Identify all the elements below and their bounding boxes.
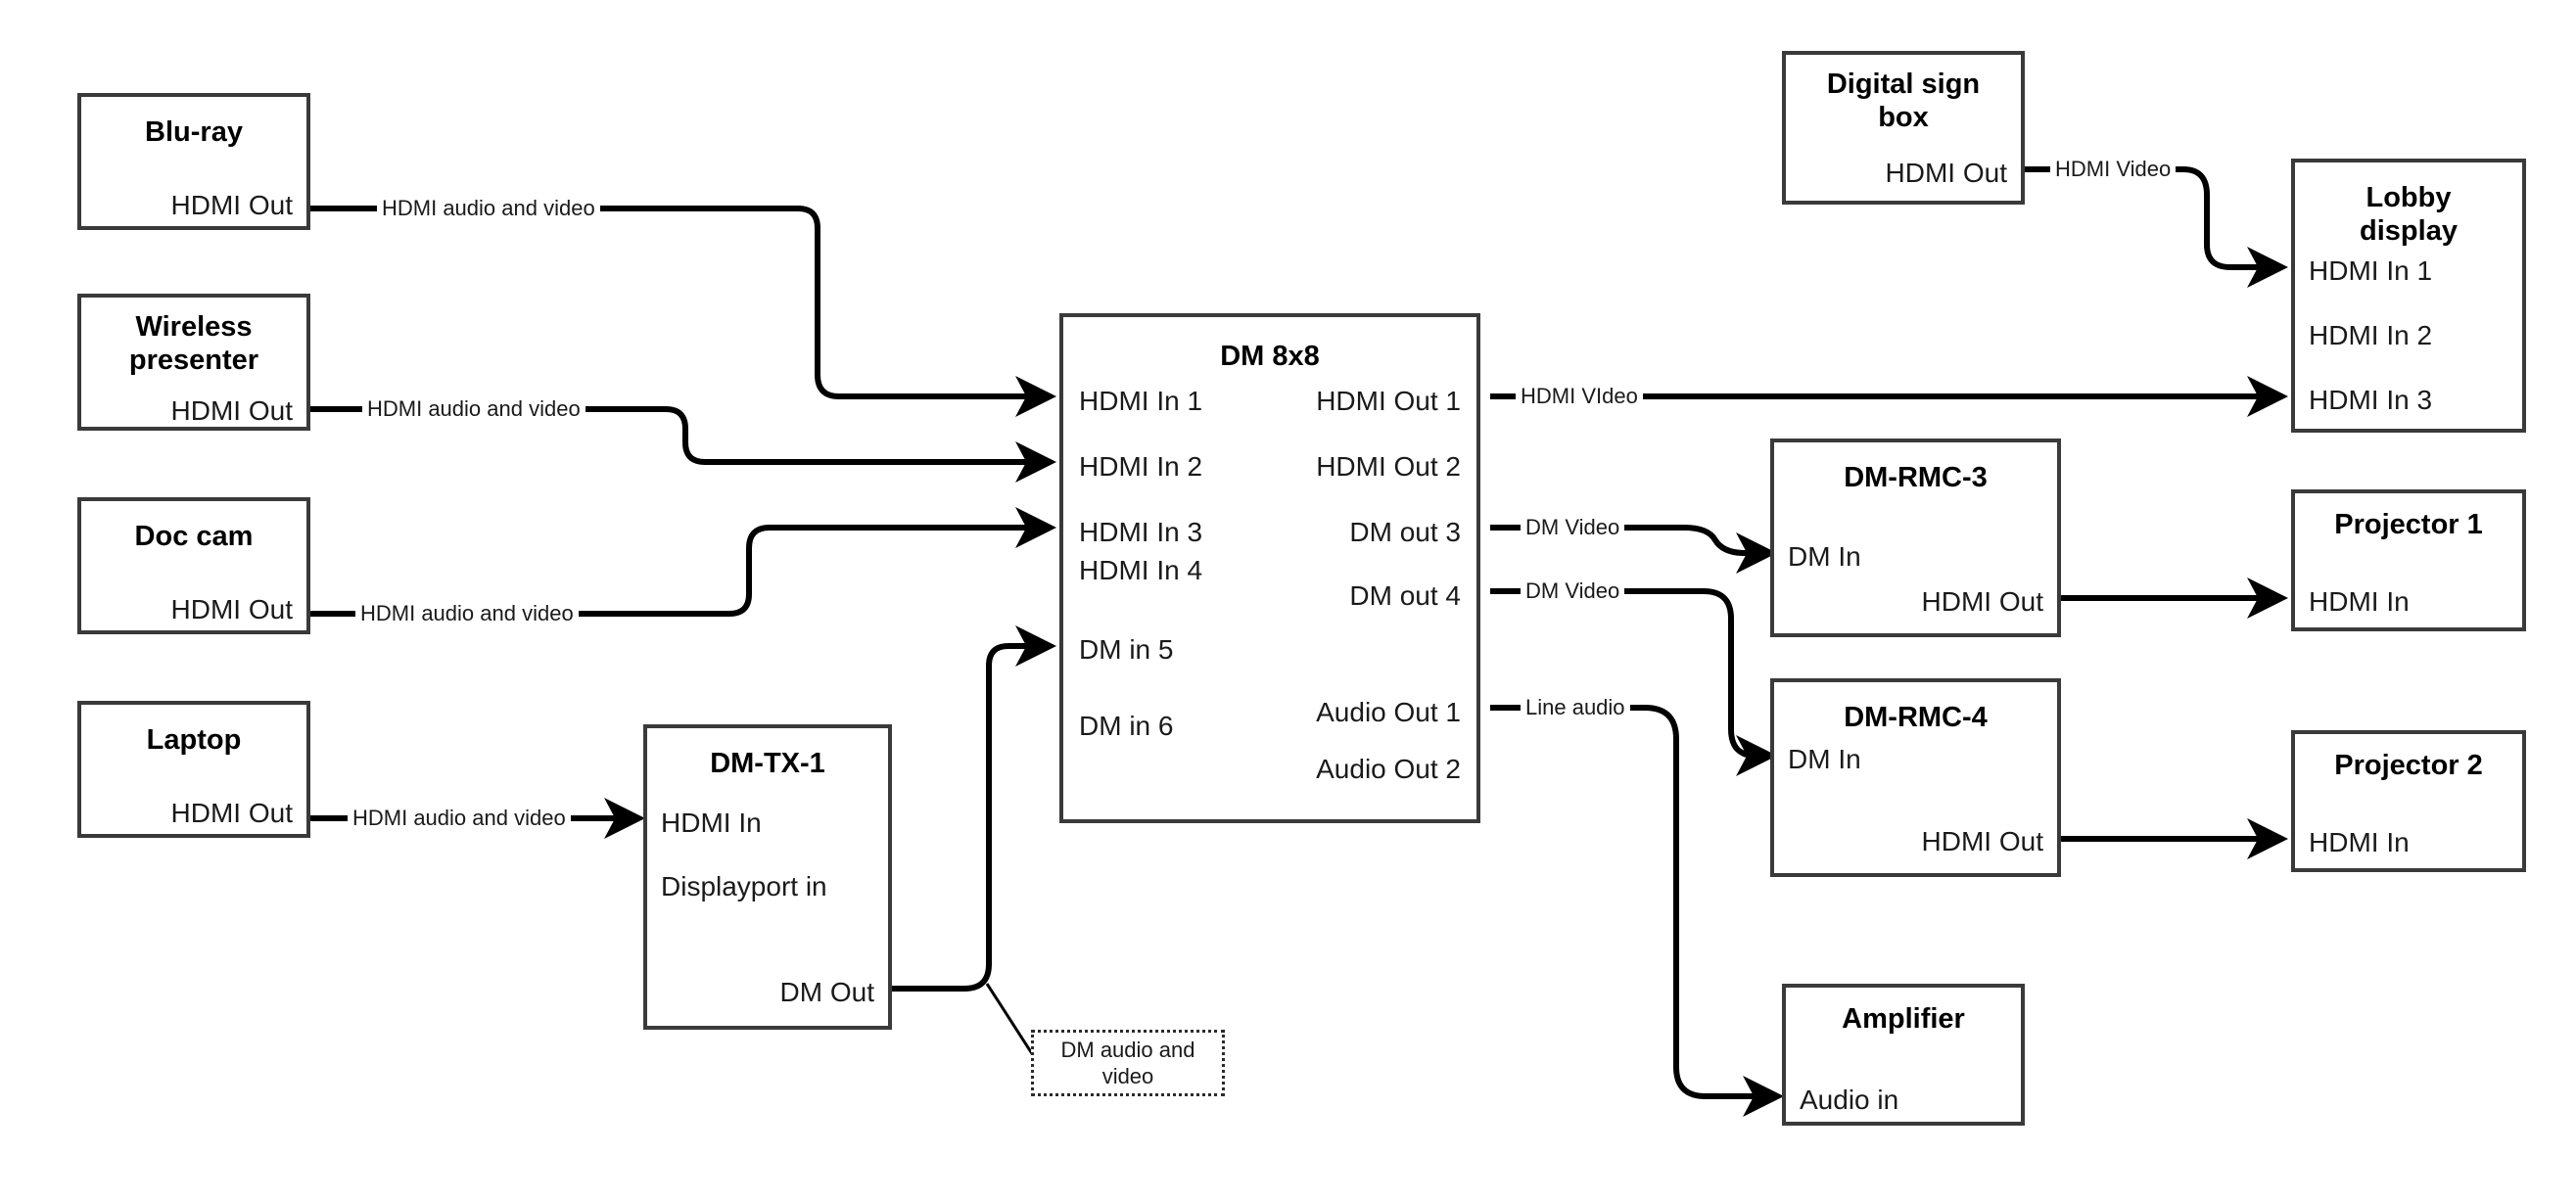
port-dm-8x8-hdmi-out-2: HDMI Out 2	[1316, 451, 1461, 482]
wire-label-bluray-to-dm-in1: HDMI audio and video	[377, 196, 600, 221]
node-projector-1[interactable]: Projector 1 HDMI In	[2291, 489, 2526, 631]
node-lobby-display-title-line2: display	[2360, 215, 2458, 247]
node-dm-rmc-3[interactable]: DM-RMC-3 DM In HDMI Out	[1770, 439, 2061, 637]
port-projector-2-hdmi-in: HDMI In	[2309, 827, 2410, 857]
port-dm-8x8-dm-in-5: DM in 5	[1079, 634, 1174, 665]
port-dm-rmc-3-hdmi-out: HDMI Out	[1921, 586, 2043, 617]
node-wireless-presenter[interactable]: Wireless presenter HDMI Out	[77, 294, 310, 431]
port-dm-tx-1-dm-out: DM Out	[779, 977, 874, 1007]
port-bluray-hdmi-out: HDMI Out	[170, 190, 293, 220]
note-line-1: DM audio and	[1060, 1038, 1195, 1062]
wire-label-audioout1-to-amp: Line audio	[1521, 695, 1630, 720]
node-projector-1-title: Projector 1	[2334, 509, 2483, 540]
node-digital-sign-box-title-line1: Digital sign	[1826, 69, 1981, 100]
node-lobby-display-title-line1: Lobby	[2365, 182, 2452, 213]
note-dm-audio-and-video-text: DM audio and video	[1061, 1037, 1195, 1089]
node-dm-rmc-4[interactable]: DM-RMC-4 DM In HDMI Out	[1770, 678, 2061, 877]
wire-label-doccam-to-dm-in3: HDMI audio and video	[355, 601, 579, 626]
port-lobby-display-hdmi-in-3: HDMI In 3	[2309, 385, 2433, 415]
node-dm-rmc-4-title: DM-RMC-4	[1844, 702, 1988, 733]
node-amplifier-title: Amplifier	[1842, 1003, 1965, 1035]
wire-dmtx1-to-dm-in5	[892, 625, 1056, 992]
node-wireless-presenter-title-line1: Wireless	[135, 311, 253, 343]
node-laptop[interactable]: Laptop HDMI Out	[77, 701, 310, 838]
port-dm-8x8-hdmi-in-2: HDMI In 2	[1079, 451, 1203, 482]
node-dm-8x8-title: DM 8x8	[1220, 341, 1320, 372]
node-dm-tx-1[interactable]: DM-TX-1 HDMI In Displayport in DM Out	[643, 724, 892, 1030]
node-lobby-display[interactable]: Lobby display HDMI In 1 HDMI In 2 HDMI I…	[2291, 159, 2526, 433]
node-bluray[interactable]: Blu-ray HDMI Out	[77, 93, 310, 230]
note-line-2: video	[1101, 1064, 1154, 1088]
note-dm-audio-and-video: DM audio and video	[1031, 1030, 1225, 1096]
node-projector-2-title: Projector 2	[2334, 750, 2483, 781]
port-dm-tx-1-displayport-in: Displayport in	[661, 871, 827, 901]
node-dm-8x8[interactable]: DM 8x8 HDMI In 1 HDMI In 2 HDMI In 3 HDM…	[1059, 313, 1480, 823]
port-dm-8x8-hdmi-out-1: HDMI Out 1	[1316, 386, 1461, 416]
node-digital-sign-box-title-line2: box	[1878, 102, 1929, 133]
node-doc-cam-title: Doc cam	[134, 521, 254, 552]
port-doc-cam-hdmi-out: HDMI Out	[170, 594, 293, 624]
node-amplifier[interactable]: Amplifier Audio in	[1782, 984, 2025, 1126]
wire-label-dmout3-to-rmc3: DM Video	[1521, 515, 1625, 540]
port-digital-sign-box-hdmi-out: HDMI Out	[1885, 158, 2007, 188]
port-dm-8x8-dm-in-6: DM in 6	[1079, 711, 1174, 741]
wire-bluray-to-dm-in1	[310, 206, 1056, 417]
wire-dmout4-to-rmc4	[1490, 588, 1777, 776]
node-digital-sign-box[interactable]: Digital sign box HDMI Out	[1782, 51, 2025, 205]
wire-label-laptop-to-dmtx1: HDMI audio and video	[348, 806, 571, 831]
port-dm-8x8-hdmi-in-1: HDMI In 1	[1079, 386, 1203, 416]
wire-label-hdmiout1-to-lobby: HDMI VIdeo	[1516, 384, 1643, 409]
port-lobby-display-hdmi-in-2: HDMI In 2	[2309, 320, 2433, 350]
port-dm-rmc-3-dm-in: DM In	[1788, 541, 1861, 572]
port-projector-1-hdmi-in: HDMI In	[2309, 586, 2410, 617]
port-dm-8x8-dm-out-4: DM out 4	[1349, 580, 1461, 611]
port-laptop-hdmi-out: HDMI Out	[170, 798, 293, 828]
port-dm-rmc-4-dm-in: DM In	[1788, 744, 1861, 774]
port-dm-tx-1-hdmi-in: HDMI In	[661, 808, 762, 838]
port-dm-8x8-dm-out-3: DM out 3	[1349, 517, 1461, 547]
port-dm-8x8-audio-out-2: Audio Out 2	[1316, 754, 1461, 784]
port-lobby-display-hdmi-in-1: HDMI In 1	[2309, 255, 2433, 286]
port-dm-8x8-hdmi-in-3: HDMI In 3	[1079, 517, 1203, 547]
node-projector-2[interactable]: Projector 2 HDMI In	[2291, 730, 2526, 872]
node-dm-rmc-3-title: DM-RMC-3	[1844, 462, 1988, 493]
wire-label-dmout4-to-rmc4: DM Video	[1521, 578, 1625, 604]
wire-label-sign-to-lobby: HDMI Video	[2050, 157, 2177, 182]
port-wireless-presenter-hdmi-out: HDMI Out	[170, 395, 293, 426]
node-doc-cam[interactable]: Doc cam HDMI Out	[77, 497, 310, 634]
wire-label-wireless-to-dm-in2: HDMI audio and video	[362, 396, 585, 422]
node-bluray-title: Blu-ray	[145, 116, 243, 148]
node-dm-tx-1-title: DM-TX-1	[710, 748, 825, 779]
node-wireless-presenter-title-line2: presenter	[128, 345, 259, 376]
node-laptop-title: Laptop	[146, 724, 242, 756]
port-dm-rmc-4-hdmi-out: HDMI Out	[1921, 826, 2043, 856]
port-amplifier-audio-in: Audio in	[1800, 1085, 1899, 1115]
port-dm-8x8-hdmi-in-4: HDMI In 4	[1079, 555, 1203, 585]
port-dm-8x8-audio-out-1: Audio Out 1	[1316, 697, 1461, 727]
wire-audioout1-to-amp	[1490, 705, 1784, 1117]
